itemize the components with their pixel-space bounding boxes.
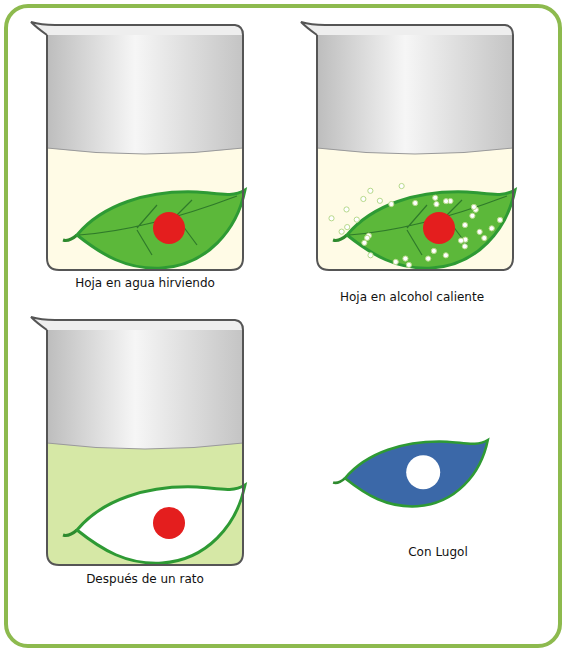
bubble (365, 235, 370, 240)
leaf-spot (153, 507, 185, 539)
leaf-veins (79, 196, 237, 255)
bubble (389, 201, 394, 206)
bubble (471, 204, 476, 209)
bubble (477, 229, 482, 234)
caption: Después de un rato (86, 572, 204, 586)
leaf (345, 440, 488, 506)
beaker (31, 317, 245, 565)
leaf-spot (406, 455, 440, 489)
bubble (443, 199, 448, 204)
bubble (443, 253, 448, 258)
leaf (347, 190, 515, 268)
bubble (458, 238, 463, 243)
leaf (77, 190, 245, 268)
bubble (368, 188, 373, 193)
beaker-rim (301, 22, 513, 35)
bubble (362, 240, 367, 245)
leaf (77, 485, 245, 563)
bubble (462, 244, 467, 249)
leaf-stem (333, 235, 347, 240)
leaf-spot (423, 212, 455, 244)
caption: Hoja en alcohol caliente (340, 290, 484, 304)
bubble (426, 256, 431, 261)
bubble (406, 262, 411, 267)
bubble (329, 216, 334, 221)
beaker (301, 22, 515, 270)
leaf-veins (349, 196, 507, 255)
bubble (344, 207, 349, 212)
leaf-stem (333, 478, 345, 483)
bubble (470, 213, 475, 218)
beaker-rim (31, 22, 243, 35)
leaf-spot (153, 212, 185, 244)
bubble (399, 183, 404, 188)
bubble (497, 217, 502, 222)
caption: Con Lugol (408, 545, 468, 559)
bubble (489, 226, 494, 231)
beaker (31, 22, 245, 270)
bubble (403, 256, 408, 261)
bubble (368, 253, 373, 258)
bubble (393, 259, 398, 264)
bubble (431, 248, 436, 253)
bubble (433, 195, 438, 200)
bubble (413, 200, 418, 205)
beaker-rim (31, 317, 243, 330)
bubble (482, 235, 487, 240)
leaf-stem (63, 530, 77, 535)
bubble (345, 224, 350, 229)
leaf-stem (63, 235, 77, 240)
bubble (354, 217, 359, 222)
bubble (462, 222, 467, 227)
bubble (434, 202, 439, 207)
caption: Hoja en agua hirviendo (75, 276, 215, 290)
bubble (377, 198, 382, 203)
bubble (361, 196, 366, 201)
bubble (339, 229, 344, 234)
frame (6, 6, 560, 646)
stained-leaf (333, 440, 488, 506)
